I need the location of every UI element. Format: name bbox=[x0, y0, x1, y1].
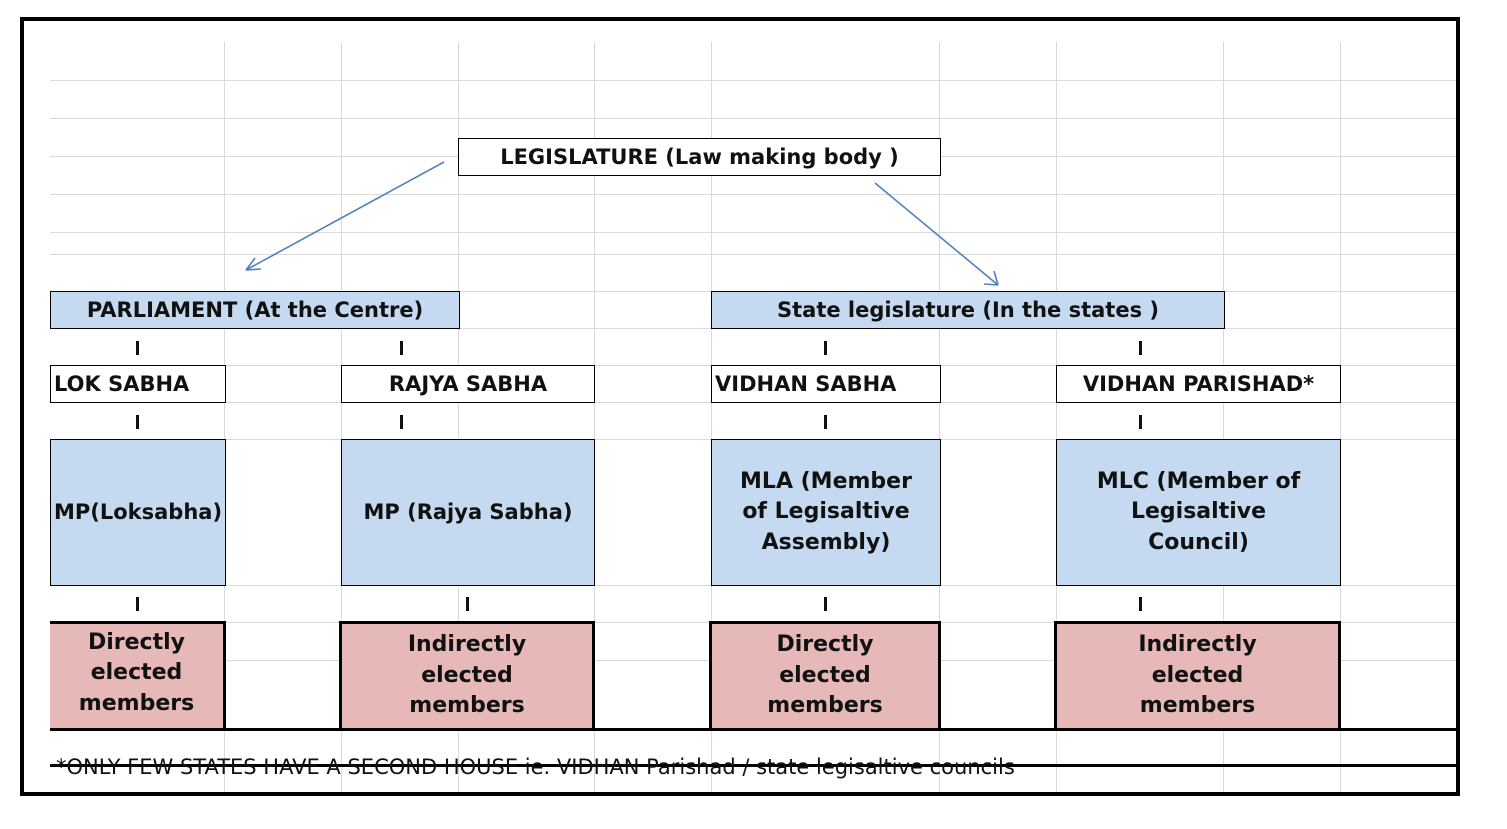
vidhansabha-election-node: Directly elected members bbox=[709, 621, 941, 731]
grid-line bbox=[1056, 42, 1057, 792]
connector-tick bbox=[400, 415, 403, 429]
grid-line bbox=[50, 118, 1456, 119]
divider-line bbox=[50, 764, 1456, 767]
diagram-frame: LEGISLATURE (Law making body ) PARLIAMEN… bbox=[20, 17, 1460, 796]
connector-tick bbox=[1139, 597, 1142, 611]
divider-line bbox=[50, 728, 1456, 731]
grid-line bbox=[50, 80, 1456, 81]
rajyasabha-election-node: Indirectly elected members bbox=[339, 621, 595, 731]
footnote: *ONLY FEW STATES HAVE A SECOND HOUSE ie.… bbox=[56, 755, 1015, 779]
vidhan-parishad-node: VIDHAN PARISHAD* bbox=[1056, 365, 1341, 403]
loksabha-election-node: Directly elected members bbox=[50, 621, 226, 731]
vidhan-sabha-node: VIDHAN SABHA bbox=[711, 365, 941, 403]
grid-line bbox=[1223, 42, 1224, 792]
connector-tick bbox=[136, 341, 139, 355]
legislature-node: LEGISLATURE (Law making body ) bbox=[458, 138, 941, 176]
rajya-sabha-node: RAJYA SABHA bbox=[341, 365, 595, 403]
connector-tick bbox=[1139, 415, 1142, 429]
grid-line bbox=[939, 42, 940, 792]
connector-tick bbox=[824, 341, 827, 355]
grid-line bbox=[50, 194, 1456, 195]
arrow-to-state-legislature bbox=[874, 182, 999, 286]
connector-tick bbox=[466, 597, 469, 611]
grid-line bbox=[458, 42, 459, 792]
lok-sabha-node: LOK SABHA bbox=[50, 365, 226, 403]
grid-line bbox=[1340, 42, 1341, 792]
grid-line bbox=[50, 254, 1456, 255]
grid-line bbox=[224, 42, 225, 792]
state-legislature-node: State legislature (In the states ) bbox=[711, 291, 1225, 329]
arrow-to-parliament bbox=[245, 161, 445, 271]
mlc-node: MLC (Member of Legisaltive Council) bbox=[1056, 439, 1341, 586]
mp-rajyasabha-node: MP (Rajya Sabha) bbox=[341, 439, 595, 586]
vidhanparishad-election-node: Indirectly elected members bbox=[1054, 621, 1341, 731]
connector-tick bbox=[136, 597, 139, 611]
arrowhead-state bbox=[983, 283, 999, 286]
grid-line bbox=[50, 232, 1456, 233]
grid-line bbox=[711, 42, 712, 792]
grid-line bbox=[341, 42, 342, 792]
arrowhead-state bbox=[993, 270, 999, 286]
mla-node: MLA (Member of Legisaltive Assembly) bbox=[711, 439, 941, 586]
grid-line bbox=[594, 42, 595, 792]
connector-tick bbox=[824, 597, 827, 611]
mp-loksabha-node: MP(Loksabha) bbox=[50, 439, 226, 586]
connector-tick bbox=[1139, 341, 1142, 355]
arrowhead-parliament bbox=[245, 257, 256, 271]
connector-tick bbox=[824, 415, 827, 429]
parliament-node: PARLIAMENT (At the Centre) bbox=[50, 291, 460, 329]
spreadsheet-grid: LEGISLATURE (Law making body ) PARLIAMEN… bbox=[50, 42, 1456, 792]
arrowhead-parliament bbox=[245, 268, 262, 271]
arrows-layer bbox=[245, 161, 999, 286]
connector-tick bbox=[400, 341, 403, 355]
connector-tick bbox=[136, 415, 139, 429]
